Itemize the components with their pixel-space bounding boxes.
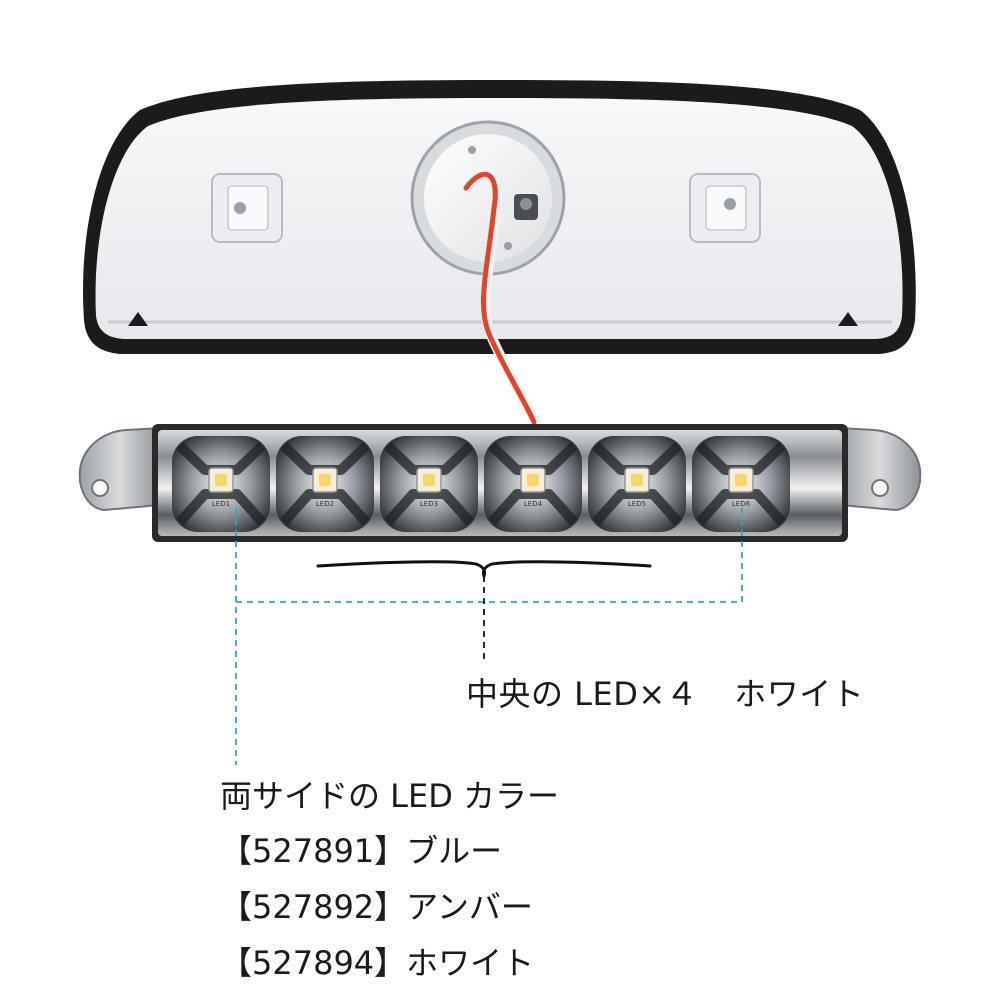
led-lamp-icon: LED1 <box>172 436 270 532</box>
led-label: LED4 <box>524 500 543 508</box>
side-led-guide <box>235 508 743 765</box>
led-lamp-icon: LED2 <box>276 436 374 532</box>
variant-color: ブルー <box>406 832 503 870</box>
variant-color: ホワイト <box>406 944 535 982</box>
center-led-caption: 中央の LED×４ ホワイト <box>466 678 864 710</box>
led-label: LED5 <box>628 500 646 508</box>
led-label: LED2 <box>316 500 334 508</box>
led-label: LED6 <box>732 500 751 508</box>
bracket-right <box>839 426 922 512</box>
center-led-color: ホワイト <box>734 675 865 713</box>
mount-clip-right <box>689 173 761 243</box>
led-bar: LED1 LED2 LED3 LED4 LED5 LED6 <box>78 424 922 542</box>
variant-code: 【527892】 <box>220 888 407 926</box>
variant-line: 【527891】ブルー <box>220 835 502 867</box>
led-lamp-icon: LED6 <box>692 436 790 532</box>
bracket-left <box>78 426 161 512</box>
led-lamp-icon: LED3 <box>380 436 478 532</box>
mount-clip-left <box>211 173 283 243</box>
variant-line: 【527892】アンバー <box>220 891 533 923</box>
variant-code: 【527894】 <box>220 944 407 982</box>
center-led-text: 中央の LED×４ <box>466 675 699 713</box>
side-led-title: 両サイドの LED カラー <box>220 777 560 815</box>
led-label: LED3 <box>420 500 438 508</box>
variant-line: 【527894】ホワイト <box>220 947 534 979</box>
variant-code: 【527891】 <box>220 832 407 870</box>
led-label: LED1 <box>212 500 230 508</box>
variant-color: アンバー <box>406 888 533 926</box>
led-lamp-icon: LED4 <box>484 436 582 532</box>
curly-brace-icon <box>316 560 652 581</box>
red-wire <box>463 171 541 429</box>
guide-lines <box>235 508 743 765</box>
led-lamp-icon: LED5 <box>588 436 686 532</box>
